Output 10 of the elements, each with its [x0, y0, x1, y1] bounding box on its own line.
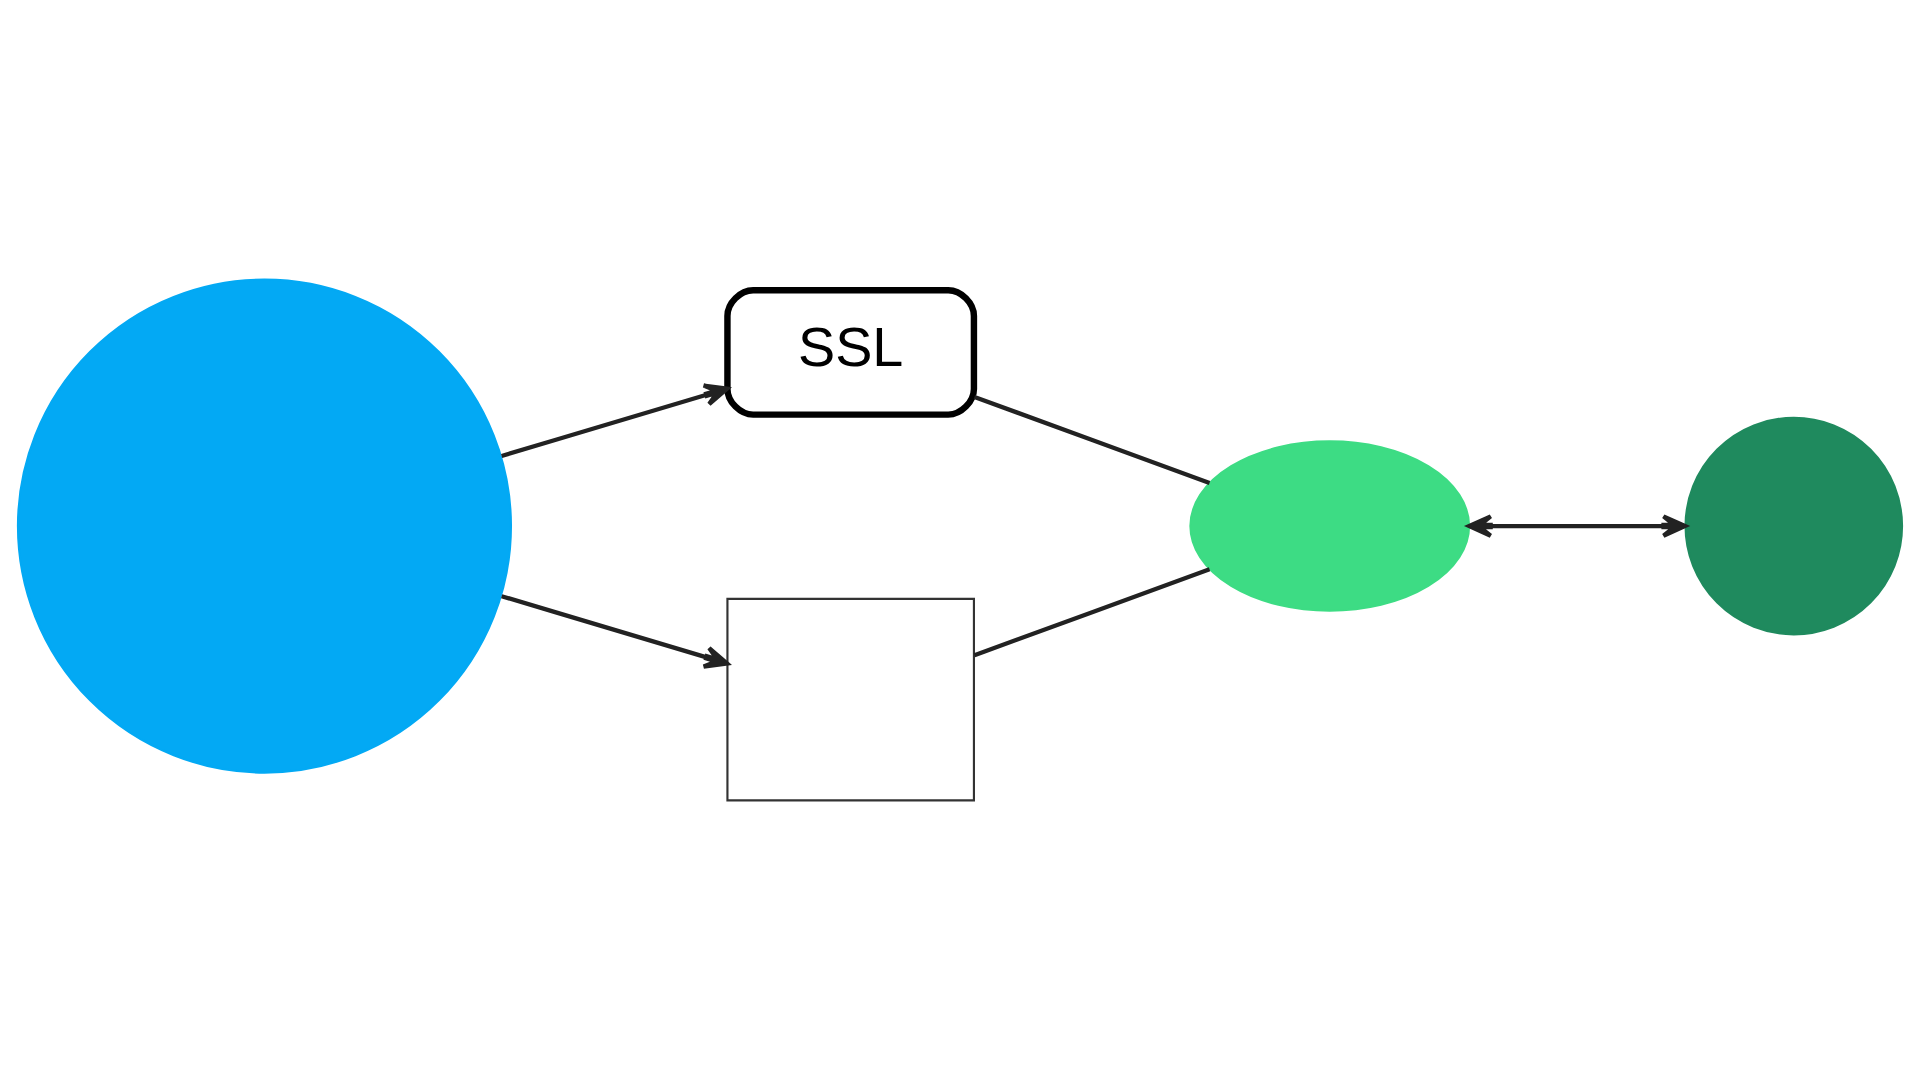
node-box	[726, 597, 975, 802]
arrow	[501, 383, 730, 458]
connector	[973, 394, 1211, 485]
node-circle	[1684, 416, 1904, 636]
node-circle	[16, 278, 512, 774]
arrow	[1467, 514, 1688, 538]
node-cloud	[1189, 440, 1471, 612]
arrow	[501, 594, 730, 669]
connector	[973, 567, 1211, 658]
node-box: SSL	[724, 287, 978, 418]
